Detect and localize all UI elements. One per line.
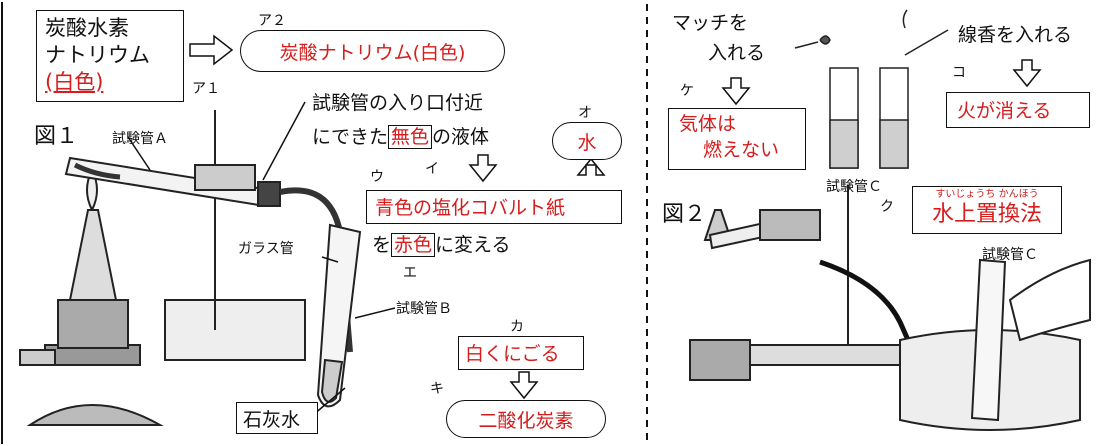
label-a1: ア１ [192,81,220,97]
condensate-pre: にできた [312,126,389,148]
test-tube-c-bottom: 試験管Ｃ [982,247,1038,263]
glass-tube-label: ガラス管 [238,241,294,257]
condensate-line2: にできた無色の液体 [312,122,489,149]
match-line1: マッチを [672,12,749,34]
condensate-post: の液体 [432,126,490,148]
reactant-line3: (白色) [45,70,104,94]
test-tube-b-label: 試験管Ｂ [396,301,452,317]
product-oval: 炭酸ナトリウム(白色) [240,30,505,72]
leader-lines [127,101,396,416]
test-tube-a-label: 試験管Ａ [112,131,168,147]
co2-oval: 二酸化炭素 [446,400,606,438]
cloudy-text: 白くにごる [465,343,560,365]
fire-out-box: 火が消える [946,92,1090,128]
furigana: すいじょうち かんほう [935,189,1039,200]
flow-arrows [468,59,1042,400]
limewater-text: 石灰水 [243,409,301,431]
fig1-title: 図１ [34,124,79,149]
reactant-box: 炭酸水素 ナトリウム (白色) [36,10,184,102]
cobalt-paper-text: 青色の塩化コバルト紙 [375,197,566,219]
turn-post: に変える [435,234,511,256]
test-tube-c-top: 試験管Ｃ [826,179,882,195]
fig2-apparatus [689,185,1091,431]
fig2-title: 図２ [662,202,707,227]
reactant-line2: ナトリウム [45,43,150,67]
water-displacement-box: すいじょうち かんほう 水上置換法 [912,186,1062,234]
label-i: イ [425,161,439,177]
not-burn-line1: 気体は [679,113,737,135]
water-oval: 水 [552,122,622,160]
label-ko: コ [952,65,966,81]
fire-out-text: 火が消える [957,100,1052,122]
incense-label: 線香を入れる [958,24,1073,46]
reactant-line1: 炭酸水素 [45,16,129,40]
turn-red-line: を赤色に変える [372,230,510,257]
cobalt-paper-box: 青色の塩化コバルト紙 [366,190,622,224]
label-ka: カ [510,319,524,335]
reaction-arrow [189,34,234,66]
colorless-box: 無色 [388,125,433,149]
label-e: エ [403,265,417,281]
match-line2: 入れる [708,42,766,64]
fig1-apparatus [19,110,362,426]
label-a2: ア２ [258,13,286,29]
label-ku: ク [880,199,894,215]
not-burn-box: 気体は 燃えない [668,108,806,170]
product-text: 炭酸ナトリウム(白色) [279,41,466,64]
label-u: ウ [370,169,384,185]
label-o: オ [578,105,592,121]
water-text: 水 [577,131,597,154]
cloudy-box: 白くにごる [458,336,584,370]
label-ki: キ [430,381,444,397]
limewater-box: 石灰水 [236,402,318,434]
label-ke: ケ [680,83,694,99]
fig-right-test-tubes [794,9,949,169]
condensate-line1: 試験管の入り口付近 [312,92,484,114]
turn-pre: を [372,234,392,256]
co2-text: 二酸化炭素 [478,409,574,432]
not-burn-line2: 燃えない [703,139,780,161]
red-color-box: 赤色 [391,233,436,257]
water-displacement-text: 水上置換法 [931,202,1042,227]
